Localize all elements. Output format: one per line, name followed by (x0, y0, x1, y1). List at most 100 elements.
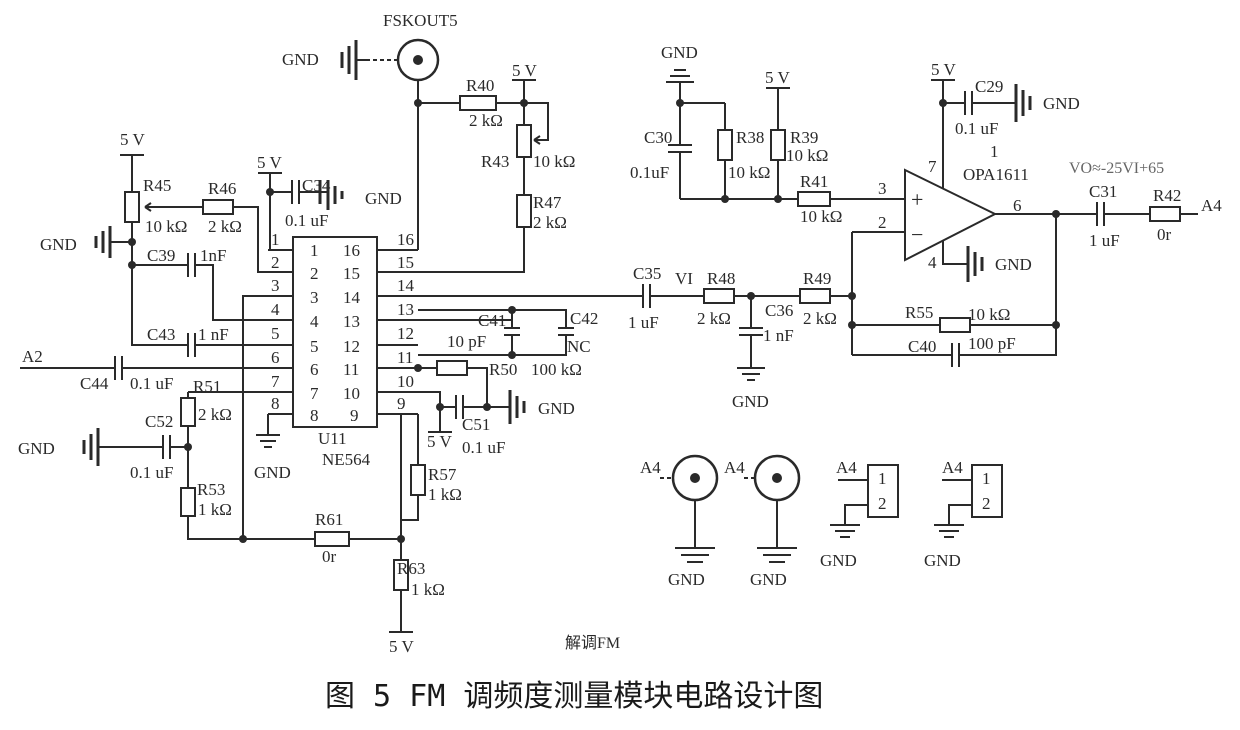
gnd-label-coax-2: GND (750, 570, 787, 589)
r55-value: 1 kΩ (428, 485, 462, 504)
header-2-body (971, 464, 1003, 518)
u11-pin-12: 12 (343, 337, 360, 356)
gnd-label-opamp: GND (995, 255, 1032, 274)
vi-label: VI (675, 269, 693, 288)
r39-ref: R39 (790, 128, 818, 147)
vcc-r45: 5 V (120, 130, 145, 149)
c51-ref: C51 (462, 415, 490, 434)
r46 (202, 199, 234, 215)
c41-value: 10 pF (447, 332, 486, 351)
r42 (1149, 206, 1181, 222)
a4-coax-connector-1: A4 GND (640, 454, 719, 589)
r41 (797, 191, 831, 207)
opamp-pin-vneg: 4 (928, 253, 937, 272)
r50-value: 10 kΩ (968, 305, 1010, 324)
r42-value: 0r (1157, 225, 1172, 244)
r50 (939, 317, 971, 333)
r45-pot (124, 191, 140, 223)
vcc-r63: 5 V (389, 637, 414, 656)
u11-part: NE564 (322, 450, 371, 469)
a4-header-1: A4 1 2 GND (820, 458, 899, 570)
opamp-unit: 1 (990, 142, 999, 161)
c35-ref: C35 (633, 264, 661, 283)
opamp-pin-vpos: 7 (928, 157, 937, 176)
u11-pin-4-outer: 4 (271, 300, 280, 319)
u11-pin-11: 11 (343, 360, 359, 379)
u11-pin-15-outer: 15 (397, 253, 414, 272)
header-2-pin2: 2 (982, 494, 991, 513)
r40 (459, 95, 497, 111)
r53-ref: R51 (193, 377, 221, 396)
a4-output-label: A4 (1201, 196, 1222, 215)
c52-value: 0.1 uF (130, 463, 173, 482)
r53-value: 2 kΩ (198, 405, 232, 424)
vcc-pin1: 5 V (257, 153, 282, 172)
a4-label-1: A4 (640, 458, 661, 477)
c39-ref: C39 (147, 246, 175, 265)
r55-ref: R57 (428, 465, 457, 484)
u11-pin-2-outer: 2 (271, 253, 280, 272)
r38-ref: R38 (736, 128, 764, 147)
header-1-pin2: 2 (878, 494, 887, 513)
c30-value: 0.1uF (630, 163, 669, 182)
u11-pin-7: 7 (310, 384, 319, 403)
c34-value: 0.1 uF (285, 211, 328, 230)
c29-ref: C29 (975, 77, 1003, 96)
gnd-label-header-2: GND (924, 551, 961, 570)
c39-value: 1nF (200, 246, 226, 265)
header-1-pin1: 1 (878, 469, 887, 488)
gnd-label-r45: GND (40, 235, 77, 254)
r46-value: 2 kΩ (208, 217, 242, 236)
r47-ref: R47 (533, 193, 562, 212)
c36-ref: C36 (765, 301, 793, 320)
r61 (314, 531, 350, 547)
r61-value: 0r (322, 547, 337, 566)
a4-label-2: A4 (724, 458, 745, 477)
c43-value: 1 nF (198, 325, 229, 344)
r63-value: 1 kΩ (411, 580, 445, 599)
a4-label-4: A4 (942, 458, 963, 477)
c44-ref: C44 (80, 374, 109, 393)
r40-ref: R40 (466, 76, 494, 95)
u11-pin-3: 3 (310, 288, 319, 307)
a4-header-2: A4 1 2 GND (924, 458, 1003, 570)
u11-pin-9: 9 (350, 406, 359, 425)
gnd-label-fsk: GND (282, 50, 319, 69)
vcc-opamp: 5 V (931, 60, 956, 79)
gnd-label-coax-1: GND (668, 570, 705, 589)
vcc-r43: 5 V (512, 61, 537, 80)
u11-pin-1: 1 (310, 241, 319, 260)
c51-value: 0.1 uF (462, 438, 505, 457)
opamp-opa1611: + − 3 2 6 7 4 1 OPA1611 (878, 142, 1029, 272)
u11-pin-3-outer: 3 (271, 276, 280, 295)
r38-value: 10 kΩ (728, 163, 770, 182)
r53 (180, 397, 196, 427)
u11-pin-10-outer: 10 (397, 372, 414, 391)
c31-value: 1 uF (1089, 231, 1120, 250)
r42-ref: R42 (1153, 186, 1181, 205)
r49-ref: R49 (803, 269, 831, 288)
r51-ref: R50 (489, 360, 517, 379)
gnd-label-pin8: GND (254, 463, 291, 482)
u11-pin-1-outer: 1 (271, 230, 280, 249)
c35-value: 1 uF (628, 313, 659, 332)
u11-pin-5: 5 (310, 337, 319, 356)
c34-ref: C34 (302, 176, 331, 195)
formula: VO≈-25VI+65 (1069, 160, 1164, 177)
u11-pin-8-outer: 8 (271, 394, 280, 413)
r43-ref: R43 (481, 152, 509, 171)
u11-pin-16: 16 (343, 241, 360, 260)
gnd-symbol-fsk: GND (282, 40, 370, 80)
r45-ref: R45 (143, 176, 171, 195)
header-1-body (867, 464, 899, 518)
r38 (717, 129, 733, 161)
r39-value: 10 kΩ (786, 146, 828, 165)
gnd-label-c51: GND (538, 399, 575, 418)
r40-value: 2 kΩ (469, 111, 503, 130)
u11-pin-15: 15 (343, 264, 360, 283)
r49 (799, 288, 831, 304)
r61-ref: R61 (315, 510, 343, 529)
u11-ref: U11 (318, 429, 347, 448)
opamp-plus: + (911, 187, 923, 212)
